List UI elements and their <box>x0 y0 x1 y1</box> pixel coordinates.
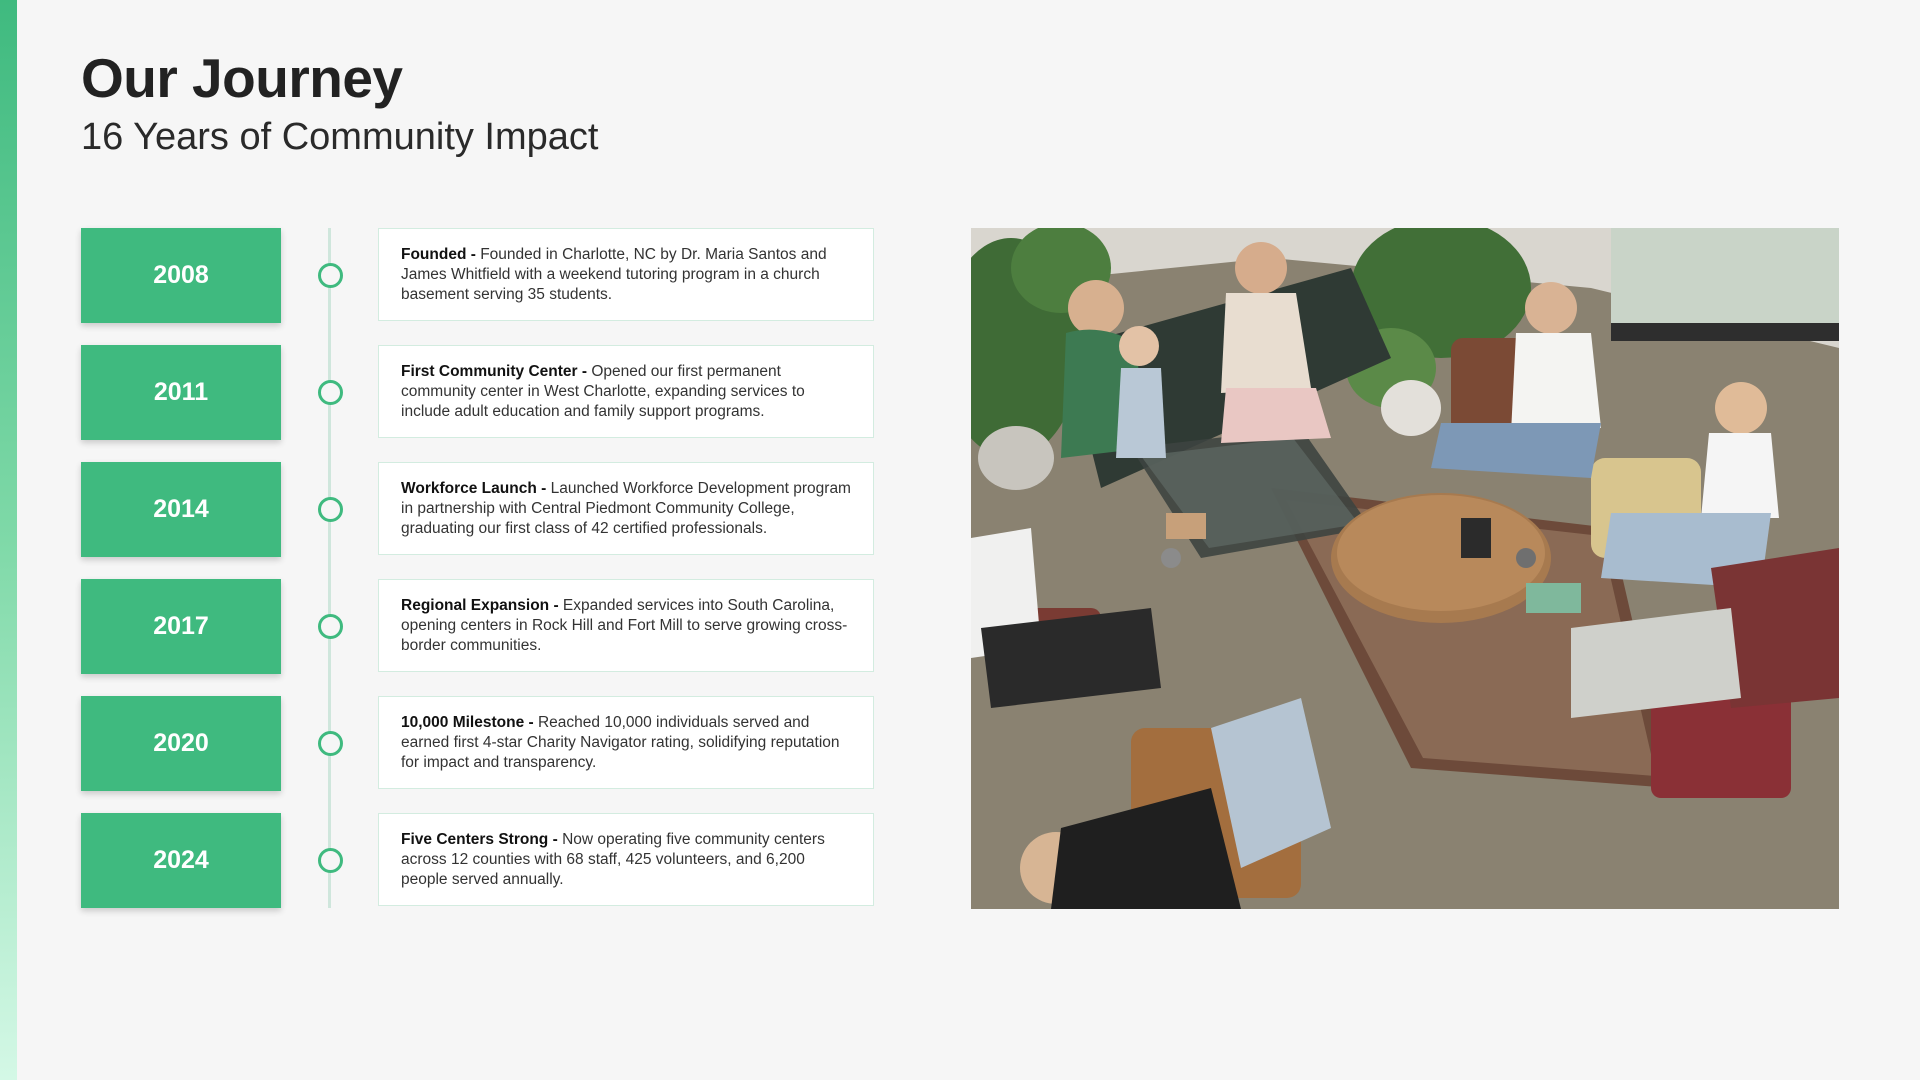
timeline-line <box>328 228 331 908</box>
year-badge: 2024 <box>81 813 281 908</box>
timeline-entry: 2011 First Community Center - Opened our… <box>81 345 876 440</box>
year-badge: 2020 <box>81 696 281 791</box>
milestone-heading: First Community Center - <box>401 362 588 380</box>
page-title: Our Journey <box>81 47 403 109</box>
milestone-card: Five Centers Strong - Now operating five… <box>378 813 874 906</box>
timeline-entry: 2014 Workforce Launch - Launched Workfor… <box>81 462 876 557</box>
timeline-entry: 2008 Founded - Founded in Charlotte, NC … <box>81 228 876 323</box>
timeline-entry: 2024 Five Centers Strong - Now operating… <box>81 813 876 908</box>
milestone-card: Regional Expansion - Expanded services i… <box>378 579 874 672</box>
milestone-text: Reached 10,000 individuals served and ea… <box>401 713 840 771</box>
page-subtitle: 16 Years of Community Impact <box>81 116 599 158</box>
milestone-card: First Community Center - Opened our firs… <box>378 345 874 438</box>
milestone-heading: Workforce Launch - <box>401 479 547 497</box>
milestone-heading: Five Centers Strong - <box>401 830 558 848</box>
timeline-dot <box>318 380 343 405</box>
milestone-card: 10,000 Milestone - Reached 10,000 indivi… <box>378 696 874 789</box>
milestone-text: Launched Workforce Development program i… <box>401 479 851 537</box>
milestone-text: Opened our first permanent community cen… <box>401 362 805 420</box>
milestone-text: Founded in Charlotte, NC by Dr. Maria Sa… <box>401 245 827 303</box>
timeline-dot <box>318 731 343 756</box>
year-badge: 2011 <box>81 345 281 440</box>
timeline-dot <box>318 614 343 639</box>
timeline-dot <box>318 263 343 288</box>
timeline-dot <box>318 848 343 873</box>
timeline-entry: 2020 10,000 Milestone - Reached 10,000 i… <box>81 696 876 791</box>
milestone-heading: Founded - <box>401 245 476 263</box>
year-badge: 2014 <box>81 462 281 557</box>
timeline-dot <box>318 497 343 522</box>
milestone-text: Expanded services into South Carolina, o… <box>401 596 848 654</box>
community-photo <box>971 228 1839 909</box>
year-badge: 2008 <box>81 228 281 323</box>
milestone-heading: Regional Expansion - <box>401 596 559 614</box>
milestone-card: Workforce Launch - Launched Workforce De… <box>378 462 874 555</box>
timeline-entry: 2017 Regional Expansion - Expanded servi… <box>81 579 876 674</box>
milestone-text: Now operating five community centers acr… <box>401 830 825 888</box>
accent-bar <box>0 0 17 1080</box>
year-badge: 2017 <box>81 579 281 674</box>
milestone-heading: 10,000 Milestone - <box>401 713 534 731</box>
milestone-card: Founded - Founded in Charlotte, NC by Dr… <box>378 228 874 321</box>
